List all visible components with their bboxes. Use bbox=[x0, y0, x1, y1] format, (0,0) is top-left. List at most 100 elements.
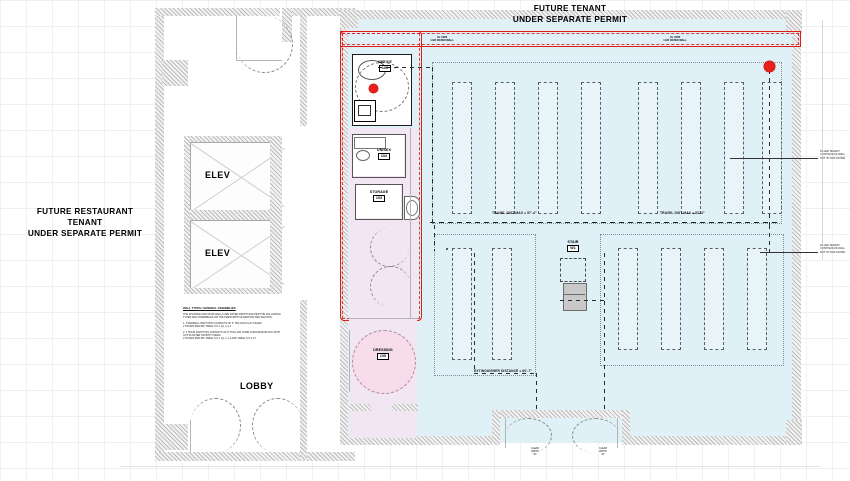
exit-marker-right bbox=[764, 61, 775, 72]
structural-pier-c bbox=[282, 8, 292, 42]
office-clear-zone bbox=[355, 62, 409, 112]
travel-path-right-vertical-lower bbox=[769, 225, 770, 255]
door-tag-left: CLEAR WIDTH 32" bbox=[520, 447, 550, 457]
unisex-lavatory bbox=[356, 150, 370, 161]
stack-row bbox=[446, 248, 448, 250]
lobby-exit-swing-2 bbox=[252, 398, 303, 453]
travel-path-office-vertical bbox=[432, 67, 433, 225]
service-partition-h bbox=[349, 318, 418, 319]
travel-distance-right-label: TRAVEL DIST MAX = 57'-4" bbox=[660, 211, 705, 215]
tenant-wall-left bbox=[340, 10, 348, 445]
elevator-2-label: ELEV bbox=[205, 248, 231, 258]
stack-row bbox=[661, 248, 681, 350]
travel-path-upper bbox=[430, 222, 780, 224]
general-notes-line: 1. STAIRWELL PARTITION CONSISTS OF 6" HO… bbox=[183, 321, 262, 325]
core-wall-top bbox=[155, 8, 280, 16]
office-wall-bottom bbox=[352, 125, 412, 127]
service-door-swing-2 bbox=[370, 266, 411, 307]
leader-line-upper bbox=[730, 158, 818, 159]
top-permit-note-line2: UNDER SEPARATE PERMIT bbox=[512, 15, 628, 24]
general-notes-block: WALL TYPES / GENERAL ASSEMBLIES THE CHAR… bbox=[183, 306, 307, 341]
stack-row bbox=[452, 82, 472, 214]
aisle-zone-lower-left bbox=[434, 234, 536, 376]
door-tag-left-line1: CLEAR bbox=[531, 447, 539, 450]
elevator-shaft-1 bbox=[190, 142, 272, 212]
room-number-office: 101 bbox=[378, 65, 392, 73]
elevator-right-wall bbox=[270, 136, 282, 294]
room-number-dressing: 105 bbox=[376, 353, 390, 361]
lobby-label: LOBBY bbox=[240, 381, 274, 391]
travel-distance-left-label: TRAVEL DIST MAX = 57'-4" bbox=[492, 211, 537, 215]
left-permit-note: FUTURE RESTAURANT TENANT UNDER SEPARATE … bbox=[20, 206, 150, 239]
office-wall-top bbox=[352, 54, 412, 56]
unisex-room-outline bbox=[352, 134, 406, 178]
tenant-wall-bottom-right bbox=[630, 436, 800, 445]
general-notes-line: THE CHARTED AND STAIR WALLS ARE RATED PA… bbox=[183, 312, 281, 316]
exit-door-swing-right bbox=[572, 418, 619, 453]
core-wall-bottom bbox=[155, 452, 355, 461]
stack-row bbox=[581, 82, 601, 214]
tenant-bottom-jamb-left bbox=[492, 410, 500, 445]
room-label-storage-103: STORAGE 103 bbox=[362, 190, 396, 203]
leader-note-lower-line2: CONTINUOUS WALL bbox=[820, 247, 846, 251]
tenant-pier-tr bbox=[786, 10, 802, 34]
elevator-mid-wall bbox=[188, 210, 282, 220]
top-permit-note: FUTURE TENANT UNDER SEPARATE PERMIT bbox=[495, 3, 645, 25]
general-notes-line: TYPES AND ASSEMBLIES OR THE PRESCRIPTIVE… bbox=[183, 315, 273, 319]
travel-path-office-down bbox=[434, 225, 435, 251]
lobby-exit-swing-1 bbox=[190, 398, 241, 453]
elevator-bottom-wall bbox=[188, 288, 282, 294]
tenant-wall-top bbox=[340, 10, 800, 19]
travel-path-exit-right-h bbox=[560, 300, 606, 301]
office-wall-left bbox=[352, 54, 354, 126]
tenant-pier-tl bbox=[340, 10, 358, 28]
left-permit-note-line2: UNDER SEPARATE PERMIT bbox=[27, 229, 143, 238]
center-tag-number: W1 bbox=[567, 245, 579, 253]
door-tag-right-line1: CLEAR bbox=[599, 447, 607, 450]
leader-note-lower: FILLED TENANT CONTINUOUS WALL NOT IN THI… bbox=[820, 244, 845, 254]
travel-path-right-vertical bbox=[769, 70, 770, 225]
stack-row bbox=[638, 82, 658, 214]
stack-row bbox=[492, 248, 512, 360]
tenant-wall-bottom-center bbox=[492, 410, 630, 418]
extinguisher-distance-label: EXTINGUISHER DISTANCE = 60'-7" bbox=[474, 369, 532, 373]
room-name-unisex: UNISEX bbox=[377, 148, 391, 152]
stair-structure bbox=[563, 283, 587, 311]
tenant-bottom-jamb-right bbox=[622, 410, 630, 445]
general-notes-line: GYP PLASTER OR BOTH SIDES bbox=[183, 333, 221, 337]
stair-clear-zone bbox=[560, 258, 586, 282]
office-fixture-inner bbox=[358, 105, 371, 116]
stack-row bbox=[724, 82, 744, 214]
structural-pier-a bbox=[162, 60, 188, 86]
stack-row bbox=[747, 248, 767, 350]
leader-note-upper-line1: FILLED TENANT bbox=[820, 150, 840, 153]
stack-row bbox=[452, 248, 472, 360]
general-notes-line: 2. 2 HOUR PARTITION CONSISTS OF 8" HOLLO… bbox=[183, 330, 281, 334]
leader-note-upper-line2: CONTINUOUS WALL bbox=[820, 153, 846, 157]
service-partition-v bbox=[410, 128, 411, 318]
room-number-unisex: 104 bbox=[377, 153, 391, 161]
elevator-bank-frame bbox=[188, 136, 282, 142]
general-notes-line: 2 HOURS PER IBC TABLE 721.1 (2), 1-1.1 A… bbox=[183, 337, 257, 341]
toilet-bowl bbox=[406, 200, 418, 216]
grid-ref-line-right bbox=[822, 20, 823, 260]
room-label-unisex: UNISEX 104 bbox=[366, 148, 402, 161]
travel-path-office-horizontal bbox=[378, 67, 434, 68]
core-wall-left bbox=[155, 8, 164, 460]
dressing-wall-left bbox=[349, 330, 350, 392]
leader-note-lower-line3: NOT IN THIS SCOPE bbox=[820, 250, 846, 254]
room-label-dressing: DRESSING 105 bbox=[365, 348, 401, 361]
core-wall-right-lower bbox=[300, 300, 307, 460]
tenant-wall-bottom-left bbox=[340, 436, 492, 445]
stair-tread-line bbox=[563, 294, 585, 295]
door-tag-left-line3: 32" bbox=[533, 453, 537, 457]
stack-row bbox=[704, 248, 724, 350]
tenant-wall-right bbox=[792, 10, 801, 445]
travel-path-exit-right-down bbox=[604, 373, 605, 413]
room-number-storage-103: 103 bbox=[372, 195, 386, 203]
aisle-zone-lower-right bbox=[600, 234, 784, 366]
elevator-left-wall bbox=[184, 136, 190, 294]
core-wall-top-right bbox=[288, 8, 356, 16]
unisex-counter bbox=[354, 137, 386, 149]
